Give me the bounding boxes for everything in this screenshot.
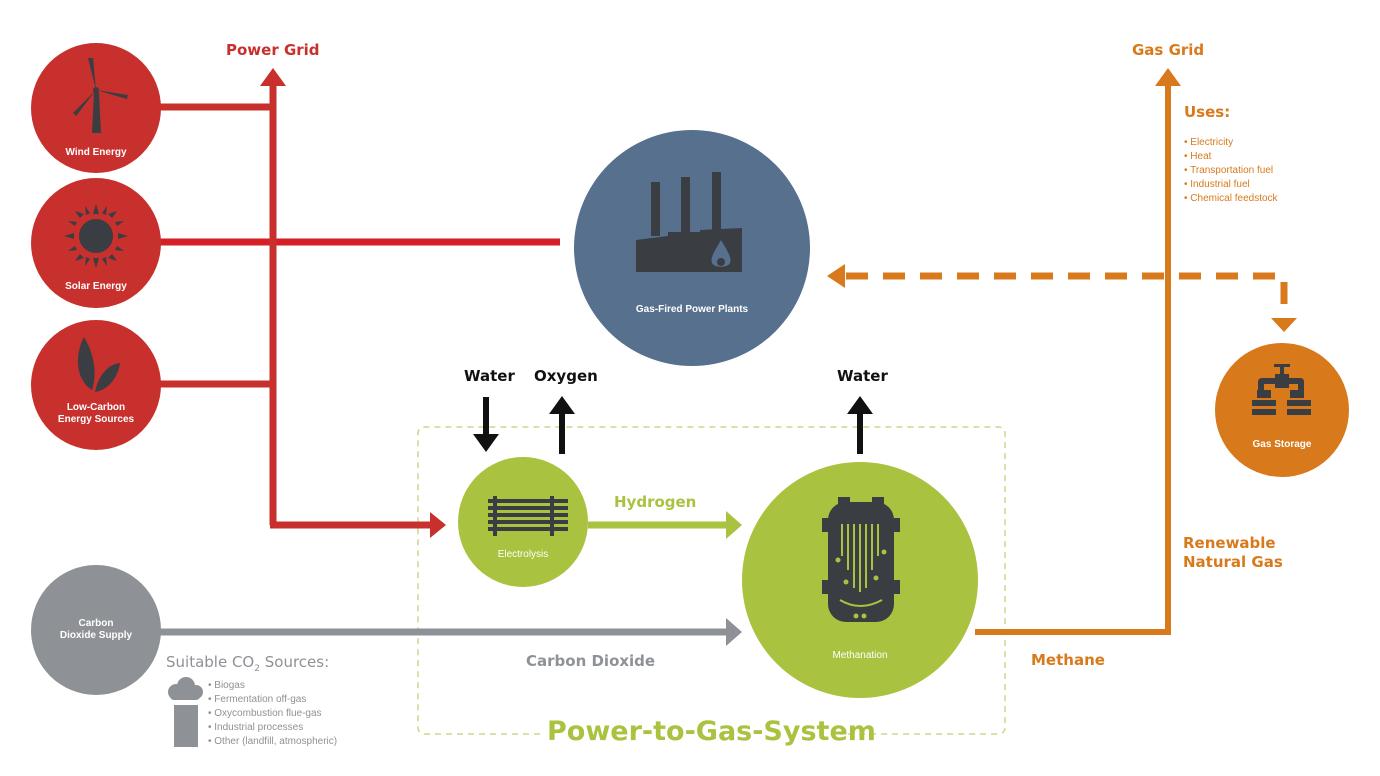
uses-list: Electricity Heat Transportation fuel Ind… (1184, 136, 1278, 206)
rng-label-line2: Natural Gas (1183, 553, 1283, 571)
low-carbon-label-line1: Low-Carbon (66, 402, 126, 413)
storage-link (846, 272, 1288, 312)
power-lines (158, 84, 560, 529)
oxygen-out-label: Oxygen (534, 367, 598, 385)
use-item: Heat (1184, 150, 1278, 164)
water-in-arrow (473, 397, 499, 452)
gas-storage-label: Gas Storage (1252, 439, 1312, 450)
co2-source-item: Oxycombustion flue-gas (208, 707, 337, 721)
to-storage-arrowhead (1271, 318, 1297, 332)
co2-sources-heading: Suitable CO2 Sources: (166, 653, 329, 674)
power-grid-arrowhead (260, 68, 286, 86)
co2-supply-node[interactable] (31, 565, 161, 695)
methanation-label: Methanation (832, 650, 888, 661)
co2-source-item: Industrial processes (208, 721, 337, 735)
carbon-dioxide-label: Carbon Dioxide (526, 652, 656, 670)
factory-cloud-icon (168, 677, 203, 747)
pipe-valve-icon (1252, 364, 1311, 415)
to-electrolysis-arrowhead (430, 512, 446, 538)
gas-grid-label: Gas Grid (1132, 41, 1205, 59)
gas-storage-node[interactable] (1215, 343, 1349, 477)
gas-plant-label: Gas-Fired Power Plants (635, 304, 749, 315)
co2-supply-label-line2: Dioxide Supply (59, 630, 133, 641)
methane-label: Methane (1031, 651, 1105, 669)
oxygen-out-arrow (549, 396, 575, 454)
use-item: Transportation fuel (1184, 164, 1278, 178)
electrolyzer-icon (488, 496, 568, 536)
low-carbon-node[interactable] (31, 320, 161, 450)
wind-turbine-icon (73, 58, 128, 133)
hydrogen-arrowhead (726, 511, 742, 539)
solar-energy-label: Solar Energy (65, 281, 127, 292)
use-item: Chemical feedstock (1184, 192, 1277, 206)
methane-line (975, 84, 1171, 635)
power-grid-label: Power Grid (226, 41, 320, 59)
system-boundary (417, 426, 1006, 735)
reactor-icon (822, 497, 900, 622)
co2-heading-sub: 2 (254, 664, 260, 674)
system-title: Power-to-Gas-System (547, 716, 876, 747)
co2-heading-suffix: Sources: (259, 653, 330, 671)
leaf-icon (77, 337, 120, 392)
use-item: Industrial fuel (1184, 178, 1278, 192)
sun-icon (64, 204, 128, 268)
co2-sources-list: Biogas Fermentation off-gas Oxycombustio… (208, 679, 337, 749)
co2-source-item: Other (landfill, atmospheric) (208, 735, 337, 749)
low-carbon-label-line2: Energy Sources (57, 414, 135, 425)
co2-arrowhead (726, 618, 742, 646)
uses-heading: Uses: (1184, 103, 1231, 121)
use-item: Electricity (1184, 136, 1278, 150)
to-plant-arrowhead (827, 264, 845, 288)
co2-supply-label: Carbon Dioxide Supply (36, 618, 156, 642)
gas-grid-arrowhead (1155, 68, 1181, 86)
water-in-label: Water (464, 367, 515, 385)
electrolysis-label: Electrolysis (497, 549, 549, 560)
low-carbon-label: Low-Carbon Energy Sources (36, 402, 156, 426)
water-out-label: Water (837, 367, 888, 385)
water-out-arrow (847, 396, 873, 454)
rng-label: Renewable Natural Gas (1183, 534, 1283, 572)
co2-source-item: Biogas (208, 679, 337, 693)
factory-flame-icon (636, 172, 742, 272)
co2-heading-prefix: Suitable CO (166, 653, 255, 671)
hydrogen-label: Hydrogen (614, 493, 697, 511)
co2-source-item: Fermentation off-gas (208, 693, 337, 707)
co2-supply-label-line1: Carbon (78, 618, 114, 629)
wind-energy-label: Wind Energy (65, 147, 127, 158)
rng-label-line1: Renewable (1183, 534, 1276, 552)
